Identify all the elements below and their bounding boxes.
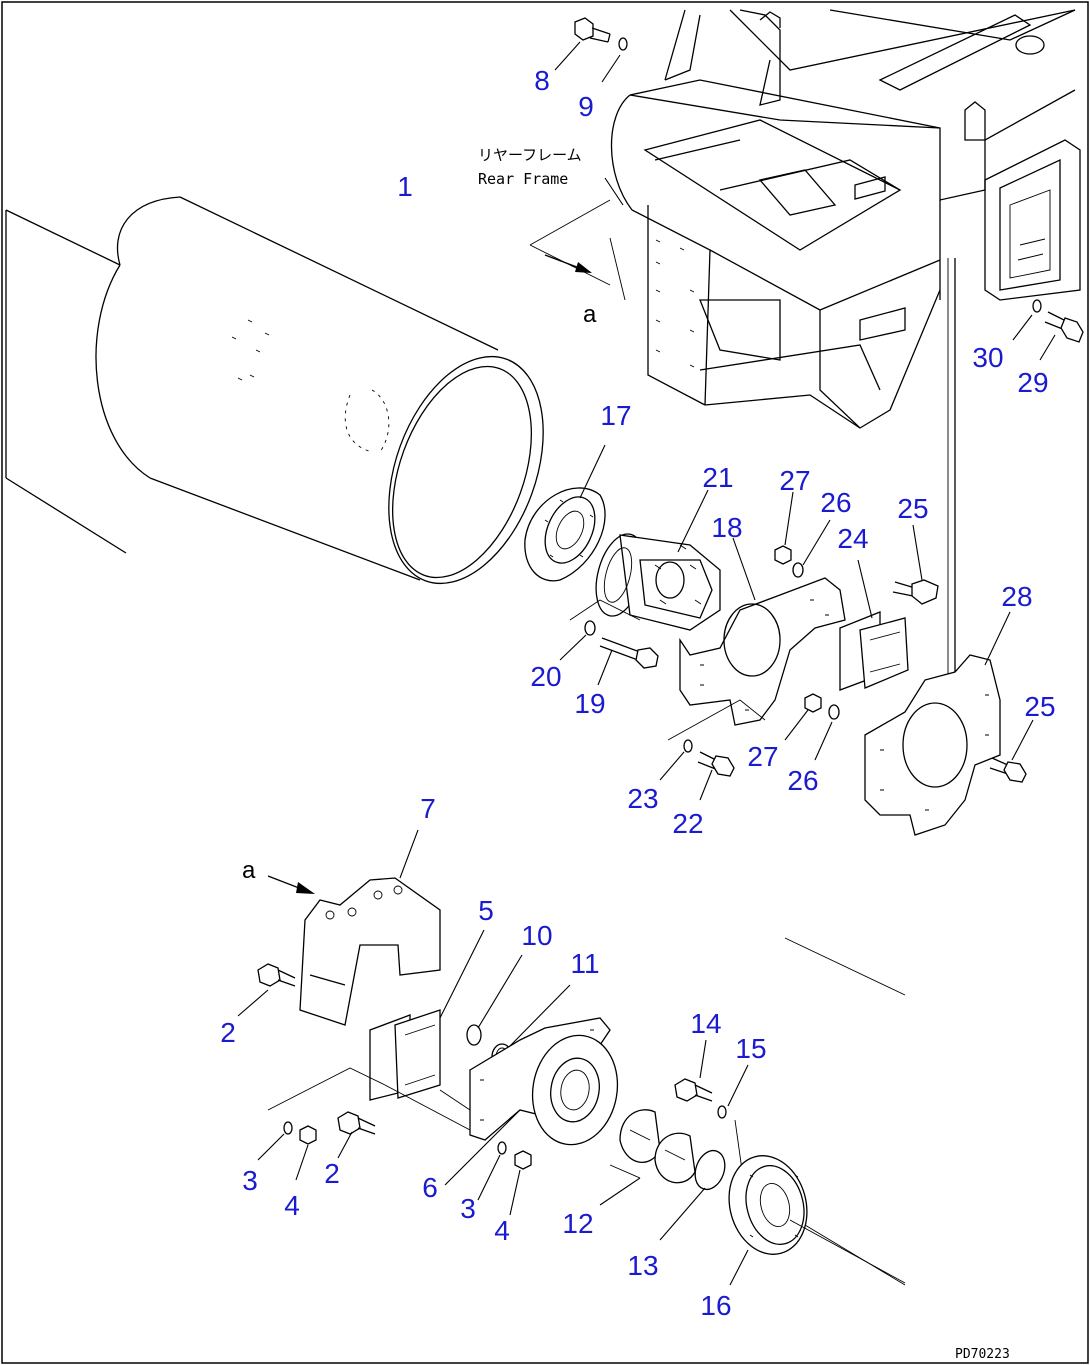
nut-4-left	[299, 1125, 317, 1145]
callout-9: 9	[578, 91, 594, 122]
callout-25-upper: 25	[897, 493, 928, 524]
view-letter-bottom: a	[242, 857, 256, 884]
callout-26-upper: 26	[820, 487, 851, 518]
callout-3-right: 3	[460, 1193, 476, 1224]
bracket-part-28	[864, 654, 1001, 836]
callout-18: 18	[711, 512, 742, 543]
callout-22: 22	[672, 808, 703, 839]
drawing-code: PD70223	[955, 1347, 1010, 1362]
rear-frame-label-en: Rear Frame	[478, 170, 568, 188]
bolt-2-center	[337, 1111, 376, 1135]
callout-12: 12	[562, 1208, 593, 1239]
plate-part-18	[679, 577, 846, 726]
callout-4-right: 4	[494, 1215, 510, 1246]
housing-part-7	[299, 877, 441, 1026]
callout-17: 17	[600, 400, 631, 431]
washer-3-right	[497, 1141, 507, 1155]
callout-labels: 1 2 2 3 3 4 4 5 6 7 8 9 10 11 12 13 14 1…	[220, 65, 1055, 1321]
callout-1: 1	[397, 171, 413, 202]
rear-frame-label-jp: リヤーフレーム	[478, 146, 582, 164]
bolt-22	[697, 751, 735, 777]
callout-27-upper: 27	[779, 465, 810, 496]
callout-28: 28	[1001, 581, 1032, 612]
callout-30: 30	[972, 342, 1003, 373]
motor-part-21	[595, 533, 721, 631]
bolt-25-upper	[892, 579, 939, 605]
callout-20: 20	[530, 661, 561, 692]
callout-8: 8	[534, 65, 550, 96]
callout-6: 6	[422, 1172, 438, 1203]
nut-27-lower	[804, 693, 822, 713]
bolt-8	[574, 17, 611, 43]
ring-13	[694, 1149, 726, 1191]
callout-21: 21	[702, 462, 733, 493]
bolt-29	[1044, 311, 1084, 343]
washer-30	[1032, 299, 1042, 313]
nut-4-right	[514, 1150, 532, 1170]
callout-23: 23	[627, 783, 658, 814]
callout-5: 5	[478, 895, 494, 926]
washer-26-lower	[828, 704, 840, 720]
mount-part-5	[369, 1009, 441, 1101]
callout-27-lower: 27	[747, 741, 778, 772]
callout-3-left: 3	[242, 1165, 258, 1196]
callout-2-center: 2	[324, 1158, 340, 1189]
flange-part-16	[728, 1155, 906, 1286]
bolt-25-lower	[989, 757, 1027, 783]
coupling-part-12	[619, 1109, 696, 1184]
view-arrow-top	[529, 199, 626, 301]
callout-14: 14	[690, 1008, 721, 1039]
view-letter-top: a	[583, 301, 597, 328]
ring-10	[466, 1024, 482, 1046]
callout-25-lower: 25	[1024, 691, 1055, 722]
washer-20	[584, 620, 596, 636]
washer-3-left	[283, 1121, 293, 1135]
drum-part	[5, 196, 544, 585]
callout-11: 11	[570, 948, 599, 979]
callout-19: 19	[574, 688, 605, 719]
callout-26-lower: 26	[787, 765, 818, 796]
callout-13: 13	[627, 1250, 658, 1281]
washer-23	[683, 739, 693, 753]
flange-part-17	[524, 487, 606, 582]
callout-7: 7	[420, 793, 436, 824]
callout-24: 24	[837, 523, 868, 554]
bolt-19	[599, 637, 659, 669]
washer-26-upper	[792, 562, 804, 578]
rear-frame-part	[610, 9, 1081, 700]
bolt-2-left	[257, 963, 296, 987]
bolt-14	[674, 1078, 713, 1102]
callout-2-left: 2	[220, 1017, 236, 1048]
callout-15: 15	[735, 1033, 766, 1064]
washer-9	[618, 37, 628, 51]
housing-part-6	[469, 1017, 619, 1146]
callout-16: 16	[700, 1290, 731, 1321]
mount-part-24	[839, 611, 909, 691]
washer-15	[717, 1105, 727, 1119]
nut-27-upper	[774, 545, 792, 565]
callout-10: 10	[521, 920, 552, 951]
callout-4-left: 4	[284, 1190, 300, 1221]
callout-29: 29	[1017, 367, 1048, 398]
